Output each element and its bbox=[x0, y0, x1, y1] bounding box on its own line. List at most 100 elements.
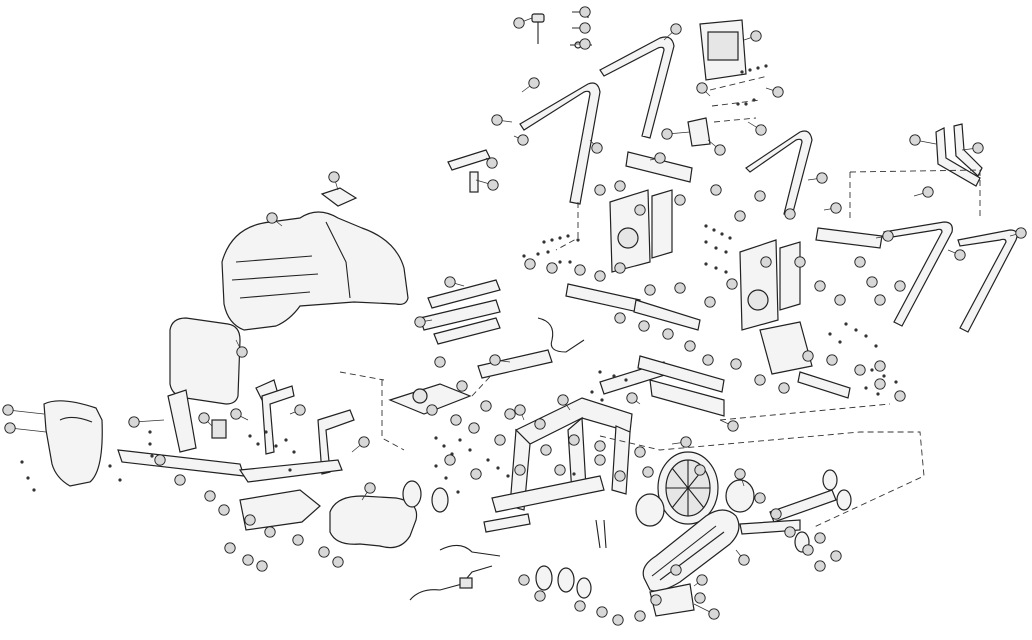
left-arm-bracket bbox=[609, 151, 693, 273]
callout-bubble bbox=[909, 134, 921, 146]
rollers bbox=[402, 469, 852, 599]
hand-grip-l bbox=[935, 127, 981, 187]
fastener-dot bbox=[572, 472, 576, 476]
callout-bubble bbox=[4, 422, 16, 434]
callout-bubble bbox=[444, 454, 456, 466]
callout-bubble bbox=[594, 270, 606, 282]
callout-bubble bbox=[579, 22, 591, 34]
sensor-box bbox=[459, 577, 473, 589]
callout-bubble bbox=[517, 134, 529, 146]
callout-bubble bbox=[922, 186, 934, 198]
callout-bubble bbox=[638, 320, 650, 332]
fastener-dot bbox=[714, 246, 718, 250]
callout-bubble bbox=[954, 249, 966, 261]
callout-bubble bbox=[256, 560, 268, 572]
callout-bubble bbox=[802, 350, 814, 362]
callout-bubble bbox=[684, 340, 696, 352]
callout-bubble bbox=[444, 276, 456, 288]
fastener-dot bbox=[468, 448, 472, 452]
callout-bubble bbox=[450, 414, 462, 426]
fastener-dot bbox=[838, 340, 842, 344]
callout-bubble bbox=[294, 404, 306, 416]
fastener-dot bbox=[456, 490, 460, 494]
frame-track bbox=[637, 355, 725, 393]
callout-bubble bbox=[614, 312, 626, 324]
flywheel-group bbox=[635, 451, 755, 527]
callout-bubble bbox=[680, 436, 692, 448]
callout-bubble bbox=[674, 282, 686, 294]
roller-5 bbox=[576, 577, 592, 599]
callout-bubble bbox=[754, 374, 766, 386]
callout-bubble bbox=[694, 464, 706, 476]
slide-rail-1 bbox=[427, 279, 501, 309]
crossbar-right bbox=[815, 227, 883, 249]
fastener-dot bbox=[876, 392, 880, 396]
callout-bubble bbox=[670, 23, 682, 35]
fastener-dot bbox=[108, 464, 112, 468]
fastener-dot bbox=[870, 368, 874, 372]
callout-bubble bbox=[750, 30, 762, 42]
callout-bubble bbox=[154, 454, 166, 466]
callout-bubble bbox=[696, 574, 708, 586]
callout-bubble bbox=[198, 412, 210, 424]
seat-cushion bbox=[329, 495, 418, 549]
callout-bubble bbox=[612, 614, 624, 626]
callout-bubble bbox=[894, 280, 906, 292]
callout-bubble bbox=[654, 152, 666, 164]
slide-rail-3 bbox=[433, 317, 501, 345]
callout-bubble bbox=[696, 82, 708, 94]
fastener-dot bbox=[864, 334, 868, 338]
callout-bubble bbox=[546, 262, 558, 274]
pivot-tube-left bbox=[565, 283, 641, 313]
callout-bubble bbox=[614, 180, 626, 192]
callout-bubble bbox=[579, 38, 591, 50]
frame-foot bbox=[483, 513, 531, 533]
callout-bubble bbox=[642, 466, 654, 478]
roller-7 bbox=[836, 489, 852, 511]
callout-bubble bbox=[755, 124, 767, 136]
fastener-dot bbox=[536, 252, 540, 256]
main-frame bbox=[477, 349, 725, 533]
fastener-dot bbox=[568, 260, 572, 264]
small-post bbox=[469, 171, 479, 193]
callout-bubble bbox=[866, 276, 878, 288]
callout-bubble bbox=[414, 316, 426, 328]
frame-base bbox=[491, 475, 605, 513]
callout-bubble bbox=[596, 606, 608, 618]
fastener-dot bbox=[720, 232, 724, 236]
callout-bubble bbox=[770, 508, 782, 520]
fastener-dot bbox=[576, 238, 580, 242]
fastener-dot bbox=[496, 466, 500, 470]
shroud-cap bbox=[320, 187, 358, 207]
callout-bubble bbox=[491, 114, 503, 126]
seat-rail bbox=[117, 449, 245, 477]
callout-bubble bbox=[726, 278, 738, 290]
callout-bubble bbox=[674, 194, 686, 206]
callout-bubble bbox=[830, 550, 842, 562]
fastener-dot bbox=[882, 374, 886, 378]
fastener-dot bbox=[558, 236, 562, 240]
fastener-dot bbox=[148, 430, 152, 434]
callout-bubble bbox=[574, 264, 586, 276]
callout-bubble bbox=[644, 284, 656, 296]
callout-bubble bbox=[594, 440, 606, 452]
callout-bubble bbox=[504, 408, 516, 420]
callout-bubble bbox=[814, 280, 826, 292]
fastener-dot bbox=[434, 436, 438, 440]
callout-bubble bbox=[534, 418, 546, 430]
tension-bracket bbox=[649, 583, 695, 617]
callout-bubble bbox=[760, 256, 772, 268]
fastener-dot bbox=[598, 370, 602, 374]
fastener-dot bbox=[566, 234, 570, 238]
callout-bubble bbox=[614, 262, 626, 274]
right-arm-link bbox=[759, 321, 813, 375]
callout-bubbles bbox=[2, 6, 1027, 626]
roller-3 bbox=[535, 565, 553, 591]
left-arm-bearing bbox=[617, 227, 639, 249]
callout-bubble bbox=[364, 482, 376, 494]
fastener-dot bbox=[612, 374, 616, 378]
fastener-dot bbox=[764, 64, 768, 68]
callout-bubble bbox=[662, 328, 674, 340]
frame-arm-left bbox=[477, 349, 553, 379]
callout-bubble bbox=[557, 394, 569, 406]
